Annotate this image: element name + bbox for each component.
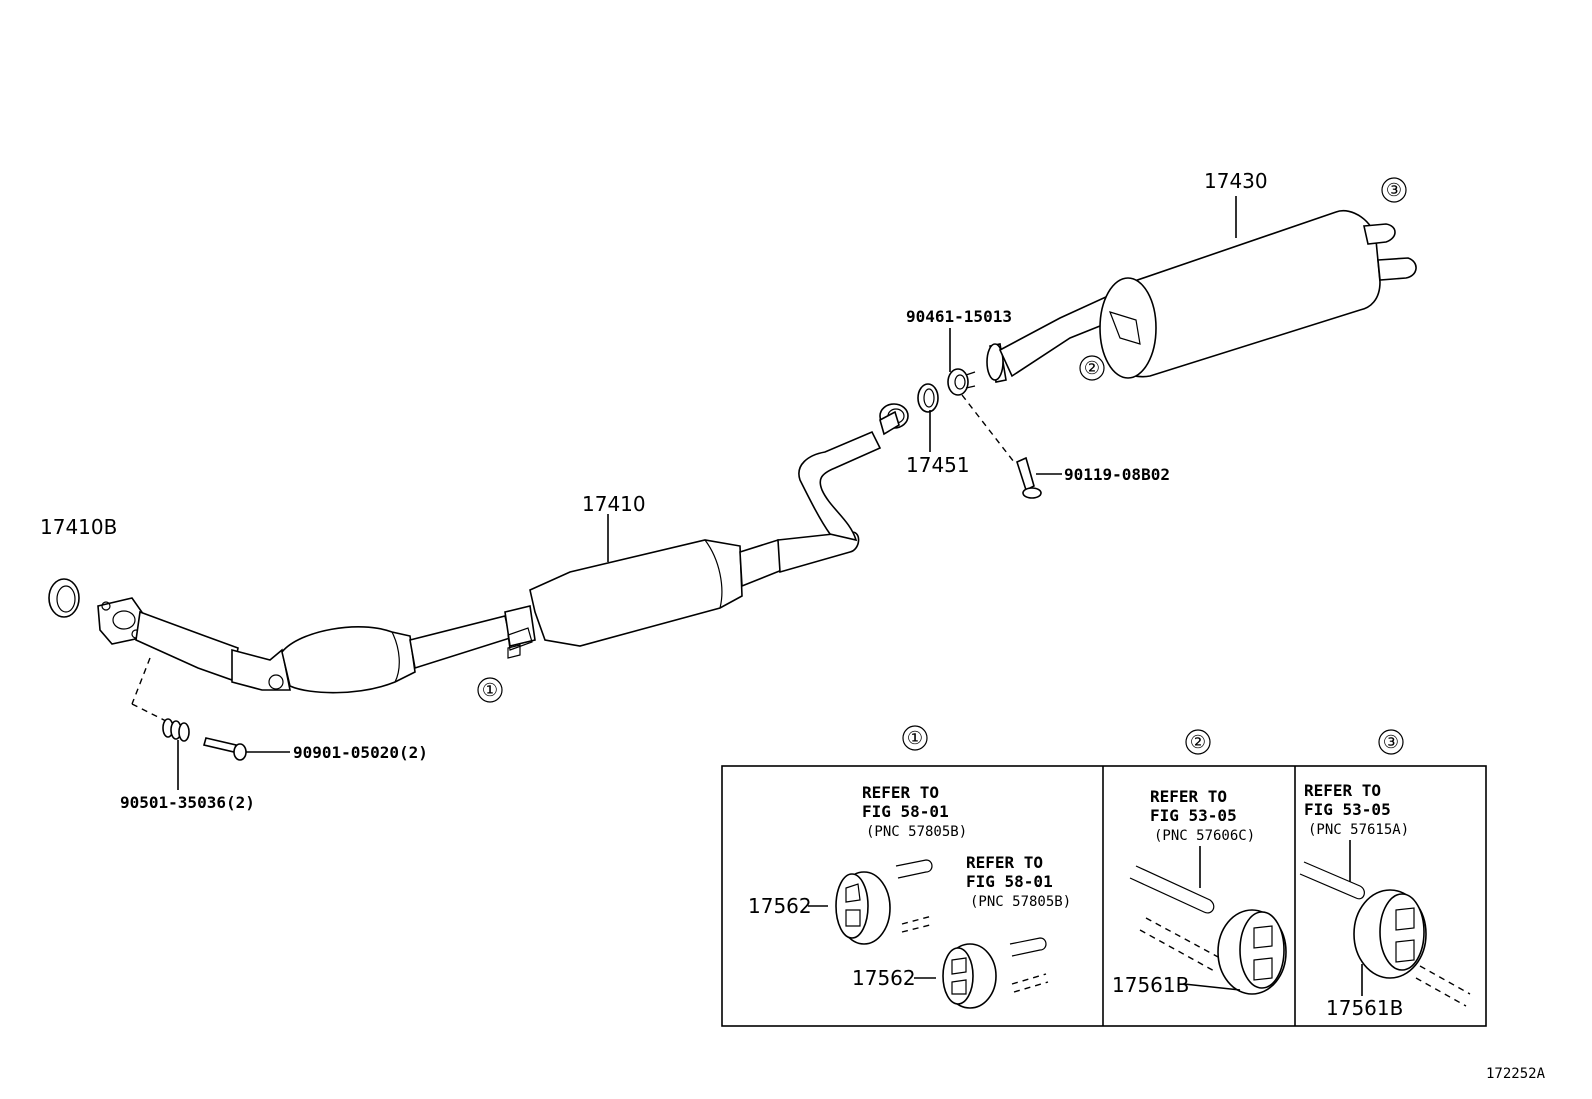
panel3-ref-line3: (PNC 57615A)	[1308, 822, 1409, 838]
detail-panels-frame	[721, 765, 1487, 1027]
bolt-90119-08b02[interactable]	[1016, 456, 1042, 499]
svg-text:③: ③	[1386, 180, 1402, 201]
center-pipe-17410[interactable]	[504, 403, 909, 659]
rod-panel3-dash	[1415, 965, 1471, 1007]
label-17430: 17430	[1204, 169, 1268, 193]
panel3-ref-line2: FIG 53-05	[1304, 800, 1391, 819]
label-17451: 17451	[906, 453, 970, 477]
panel3-ref-line1: REFER TO	[1304, 781, 1381, 800]
callout-2-main: ②	[1079, 355, 1105, 381]
gasket-17451[interactable]	[917, 383, 939, 413]
rod-panel2	[1129, 865, 1215, 914]
hanger-rubber-17562-a[interactable]	[835, 871, 891, 945]
callout-1-main: ①	[477, 677, 503, 703]
rod-stub-3	[1009, 937, 1047, 957]
hanger-rubber-17561b-b[interactable]	[1353, 889, 1427, 979]
label-17562-a: 17562	[748, 894, 812, 918]
svg-text:①: ①	[907, 728, 923, 749]
label-90501-35036: 90501-35036(2)	[120, 793, 255, 812]
panel-3: REFER TO FIG 53-05 (PNC 57615A) 17561B	[1299, 781, 1471, 1020]
panel1-ref1-line2: FIG 58-01	[862, 802, 949, 821]
svg-text:③: ③	[1383, 732, 1399, 753]
panel1-ref2-line2: FIG 58-01	[966, 872, 1053, 891]
dashline-flange	[131, 657, 151, 705]
hanger-rubber-17561b-a[interactable]	[1217, 909, 1287, 995]
panel2-ref-line2: FIG 53-05	[1150, 806, 1237, 825]
panel-1-callout: ①	[902, 725, 928, 751]
label-17410: 17410	[582, 492, 646, 516]
catalytic-converter[interactable]	[281, 615, 511, 694]
callout-3-main: ③	[1381, 177, 1407, 203]
front-pipe[interactable]	[97, 597, 291, 691]
bolt-90901-05020[interactable]	[202, 737, 247, 761]
label-17561b-a: 17561B	[1112, 973, 1189, 997]
panel-3-callout: ③	[1378, 729, 1404, 755]
spring-90501-35036[interactable]	[162, 718, 190, 742]
rod-stub-2	[901, 915, 935, 933]
figure-code: 172252A	[1486, 1066, 1546, 1082]
panel-2: REFER TO FIG 53-05 (PNC 57606C) 17561B	[1112, 787, 1287, 997]
panel1-ref1-line3: (PNC 57805B)	[866, 824, 967, 840]
panel-1: REFER TO FIG 58-01 (PNC 57805B) REFER TO…	[748, 783, 1071, 1009]
label-90901-05020: 90901-05020(2)	[293, 743, 428, 762]
panel1-ref1-line1: REFER TO	[862, 783, 939, 802]
leader-17561b-a	[1183, 983, 1241, 991]
svg-text:①: ①	[482, 680, 498, 701]
clamp-90461-15013[interactable]	[947, 368, 976, 396]
svg-text:②: ②	[1190, 732, 1206, 753]
label-90461-15013: 90461-15013	[906, 307, 1012, 326]
dashline-flange-2	[131, 703, 169, 723]
panel1-ref2-line3: (PNC 57805B)	[970, 894, 1071, 910]
hanger-rubber-17562-b[interactable]	[942, 943, 997, 1009]
panel2-ref-line1: REFER TO	[1150, 787, 1227, 806]
rod-panel3	[1299, 861, 1365, 900]
label-17410b: 17410B	[40, 515, 117, 539]
panel-2-callout: ②	[1185, 729, 1211, 755]
gasket-17410b[interactable]	[48, 578, 80, 618]
panel2-ref-line3: (PNC 57606C)	[1154, 828, 1255, 844]
panel1-ref2-line1: REFER TO	[966, 853, 1043, 872]
rod-stub-4	[1011, 973, 1049, 993]
svg-text:②: ②	[1084, 358, 1100, 379]
rod-stub-1	[895, 859, 933, 879]
label-17562-b: 17562	[852, 966, 916, 990]
rod-panel2-dash	[1139, 917, 1221, 973]
dashline-90119	[961, 394, 1015, 463]
label-90119-08b02: 90119-08B02	[1064, 465, 1170, 484]
label-17561b-b: 17561B	[1326, 996, 1403, 1020]
muffler-17430[interactable]	[986, 209, 1417, 383]
